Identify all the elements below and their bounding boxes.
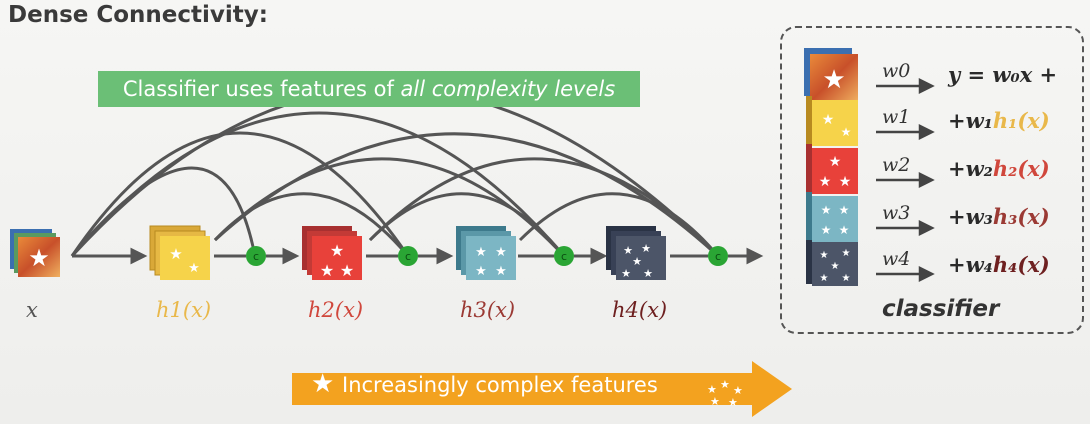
svg-text:★: ★	[841, 125, 852, 139]
equation-line-4: +w₄h₄(x)	[948, 252, 1050, 277]
eq-feature-term: h₃(x)	[992, 204, 1050, 229]
svg-text:★: ★	[820, 273, 829, 284]
svg-text:★: ★	[495, 245, 507, 260]
complexity-arrow: ★ ★ ★ ★ ★	[292, 361, 792, 417]
svg-text:★: ★	[169, 245, 182, 263]
h3-feature-stack: ★ ★ ★ ★	[456, 226, 516, 280]
svg-text:★: ★	[495, 264, 507, 279]
weight-arrows	[876, 77, 935, 283]
equation-line-1: +w₁h₁(x)	[948, 108, 1050, 133]
classifier-label: classifier	[882, 296, 1000, 322]
h2-feature-stack: ★ ★ ★	[302, 226, 362, 280]
h1-feature-stack: ★ ★	[149, 225, 210, 280]
svg-text:★: ★	[831, 261, 840, 272]
svg-text:★: ★	[475, 245, 487, 260]
svg-text:★: ★	[621, 267, 631, 280]
svg-text:★: ★	[820, 250, 829, 261]
eq-feature-term: h₂(x)	[992, 156, 1050, 181]
svg-text:★: ★	[623, 244, 633, 257]
svg-text:★: ★	[340, 261, 354, 280]
svg-text:★: ★	[643, 267, 653, 280]
input-image-stack: ★	[10, 229, 60, 277]
svg-text:★: ★	[320, 261, 334, 280]
equation-line-2: +w₂h₂(x)	[948, 156, 1050, 181]
concat-symbol: c	[561, 250, 567, 263]
weight-w1: w1	[882, 106, 911, 128]
classifier-panel	[780, 26, 1084, 334]
eq-weight-term: +w₃	[948, 204, 993, 229]
eq-feature-term: h₁(x)	[992, 108, 1050, 133]
svg-text:★: ★	[710, 395, 720, 408]
h4-feature-stack: ★ ★ ★ ★ ★	[606, 226, 666, 280]
svg-text:★: ★	[707, 383, 717, 396]
layer-label-h1: h1(x)	[156, 298, 212, 322]
svg-text:★: ★	[842, 248, 851, 259]
skip-connections	[70, 86, 720, 258]
flow-arrows	[72, 247, 764, 265]
eq-weight-term: +w₁	[948, 108, 993, 133]
svg-text:★: ★	[821, 223, 832, 237]
svg-text:★: ★	[632, 255, 642, 268]
eq-feature-term: h₄(x)	[992, 252, 1050, 277]
concat-symbol: c	[253, 250, 259, 263]
svg-text:★: ★	[28, 244, 50, 272]
svg-text:★: ★	[728, 396, 738, 409]
classifier-feature-stack: ★ ★ ★ ★ ★ ★ ★ ★ ★ ★ ★ ★ ★ ★ ★	[804, 48, 858, 286]
layer-label-h4: h4(x)	[612, 298, 668, 322]
svg-text:★: ★	[188, 261, 200, 276]
weight-w3: w3	[882, 202, 911, 224]
svg-text:★: ★	[330, 241, 344, 260]
svg-text:★: ★	[839, 223, 850, 237]
complexity-label: Increasingly complex features	[342, 373, 658, 397]
weight-w4: w4	[882, 248, 911, 270]
svg-text:★: ★	[822, 65, 845, 95]
svg-text:★: ★	[822, 112, 835, 128]
svg-text:★: ★	[720, 378, 730, 391]
svg-text:★: ★	[819, 174, 832, 190]
weight-w0: w0	[882, 60, 911, 82]
svg-text:★: ★	[821, 203, 832, 217]
layer-label-x: x	[26, 298, 38, 322]
svg-text:★: ★	[829, 154, 842, 170]
svg-text:★: ★	[641, 242, 651, 255]
classifier-banner: Classifier uses features of all complexi…	[98, 71, 640, 107]
eq-weight-term: +w₄	[948, 252, 993, 277]
svg-text:★: ★	[842, 273, 851, 284]
weight-w2: w2	[882, 154, 911, 176]
svg-text:★: ★	[839, 203, 850, 217]
layer-label-h2: h2(x)	[308, 298, 364, 322]
layer-label-h3: h3(x)	[460, 298, 516, 322]
svg-text:★: ★	[733, 384, 743, 397]
svg-text:★: ★	[839, 174, 852, 190]
star-icon: ★	[311, 369, 335, 399]
slide-title: Dense Connectivity:	[8, 2, 268, 28]
concat-symbol: c	[405, 250, 411, 263]
banner-text: Classifier uses features of	[122, 77, 401, 101]
banner-emphasis: all complexity levels	[400, 77, 616, 101]
concat-nodes	[246, 246, 728, 266]
equation-line-3: +w₃h₃(x)	[948, 204, 1050, 229]
equation-line-0: y = w₀x +	[948, 62, 1058, 87]
eq-weight-term: +w₂	[948, 156, 993, 181]
concat-symbol: c	[715, 250, 721, 263]
network-diagram: ★ ★ ★ ★ ★ ★ ★ ★	[10, 86, 764, 280]
svg-text:★: ★	[475, 264, 487, 279]
